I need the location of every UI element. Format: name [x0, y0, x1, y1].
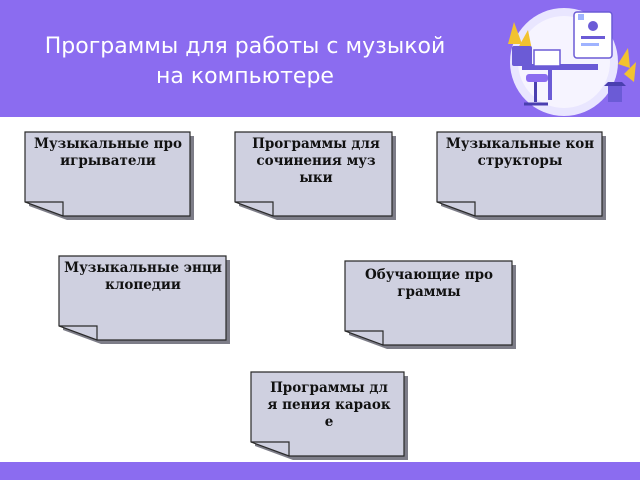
card-composition-programs: Программы для сочинения музыки: [234, 130, 398, 222]
card-music-encyclopedias: Музыкальные энциклопедии: [58, 254, 232, 346]
card-label: Музыкальные энциклопедии: [64, 260, 222, 293]
card-music-constructors: Музыкальные конструкторы: [436, 130, 608, 222]
card-educational-programs: Обучающие программы: [344, 259, 518, 351]
card-shape: [58, 255, 230, 344]
card-music-players: Музыкальные проигрыватели: [24, 130, 196, 222]
card-shape: [344, 260, 516, 349]
slide-footer: [0, 462, 640, 480]
title-line-1: Программы для работы с музыкой: [44, 34, 446, 59]
card-shape: [250, 371, 408, 460]
slide-title: Программы для работы с музыкой на компью…: [10, 32, 480, 92]
card-shape: [234, 131, 396, 220]
card-label: Программы для сочинения музыки: [252, 136, 380, 186]
workspace-illustration-icon: [508, 8, 636, 116]
card-label: Обучающие программы: [364, 267, 494, 300]
slide-header: Программы для работы с музыкой на компью…: [0, 0, 640, 117]
card-label: Музыкальные конструкторы: [445, 136, 595, 169]
card-shape: [436, 131, 606, 220]
card-karaoke-programs: Программы для пения караоке: [250, 370, 410, 462]
card-label: Программы для пения караоке: [267, 380, 391, 430]
title-line-2: на компьютере: [156, 64, 334, 89]
card-label: Музыкальные проигрыватели: [34, 136, 182, 169]
card-shape: [24, 131, 194, 220]
